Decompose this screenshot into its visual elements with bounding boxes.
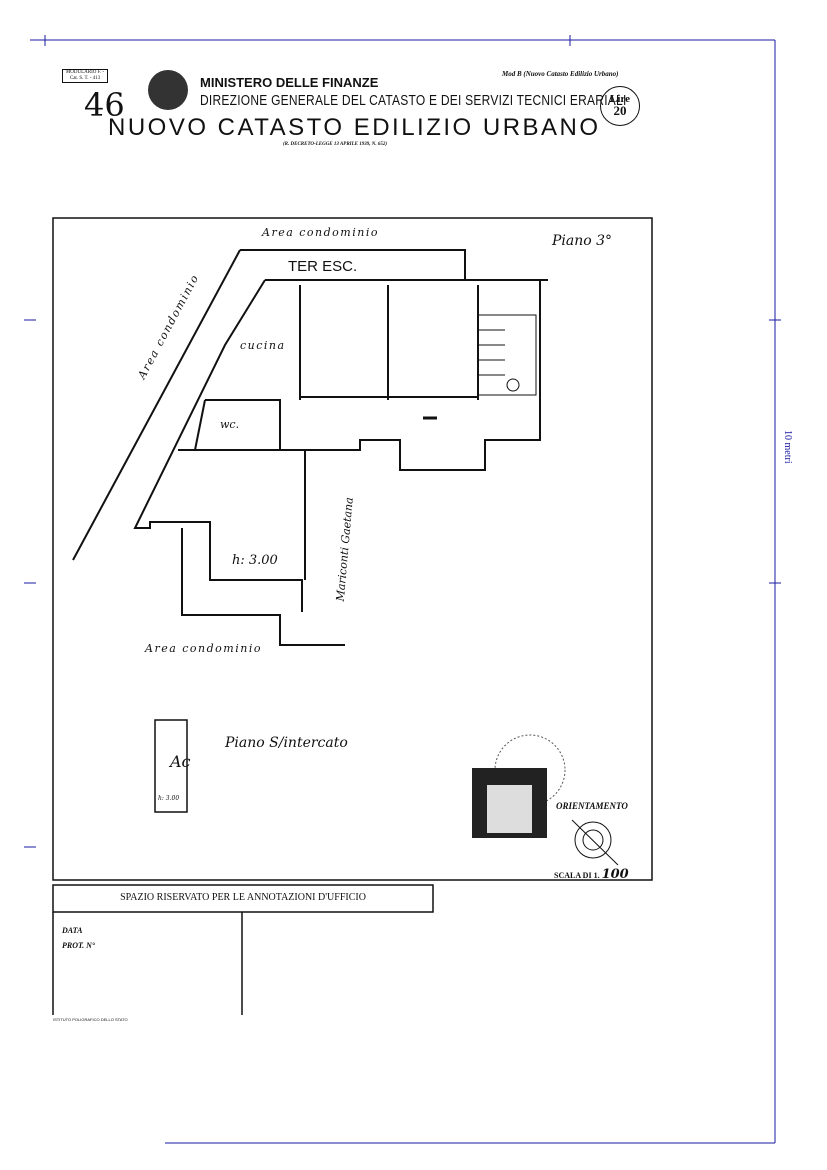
- mod-b: Mod B (Nuovo Catasto Edilizio Urbano): [502, 70, 619, 78]
- page-number: 46: [84, 86, 125, 124]
- mezzanine-code: Ac: [170, 752, 191, 771]
- terrace-label: TER ESC.: [288, 258, 358, 275]
- area-top: Area condominio: [262, 226, 379, 239]
- floor-label: Piano 3°: [552, 233, 613, 249]
- scale-prefix: SCALA DI 1.: [554, 871, 600, 880]
- date-label: DATA: [62, 926, 83, 935]
- mezzanine-height: h: 3.00: [158, 795, 180, 802]
- annotations-frame: [52, 884, 434, 1015]
- height-label: h: 3.00: [232, 553, 278, 568]
- lire-label: Lire: [610, 93, 630, 105]
- blue-frame: [24, 35, 781, 1144]
- area-bottom: Area condominio: [145, 642, 262, 655]
- direction: DIREZIONE GENERALE DEL CATASTO E DEI SER…: [200, 92, 627, 109]
- modulario-box: MODULARIO F. - Cat. S. T. - 413: [62, 69, 108, 83]
- orientation-label: ORIENTAMENTO: [556, 801, 628, 811]
- ministry: MINISTERO DELLE FINANZE: [200, 75, 379, 90]
- official-stamp: [472, 734, 566, 838]
- scale: SCALA DI 1. 100: [554, 867, 629, 882]
- emblem-icon: [148, 70, 188, 110]
- printer-label: ISTITUTO POLIGRAFICO DELLO STATO: [53, 1017, 128, 1022]
- scale-value: 100: [601, 867, 629, 882]
- floor-plan: [72, 249, 548, 813]
- decree: (R. DECRETO-LEGGE 13 APRILE 1939, N. 652…: [283, 142, 388, 147]
- annotations-title: SPAZIO RISERVATO PER LE ANNOTAZIONI D'UF…: [120, 892, 366, 903]
- kitchen-label: cucina: [240, 339, 286, 352]
- mezzanine-label: Piano S/intercato: [225, 735, 348, 751]
- scale-bar-label: 10 metri: [782, 430, 793, 464]
- document-title: NUOVO CATASTO EDILIZIO URBANO: [108, 114, 601, 141]
- prot-label: PROT. N°: [62, 941, 96, 950]
- plan-frame: [52, 217, 653, 881]
- lire-value: 20: [613, 103, 627, 118]
- wc-label: wc.: [220, 418, 240, 431]
- compass-icon: [571, 819, 619, 866]
